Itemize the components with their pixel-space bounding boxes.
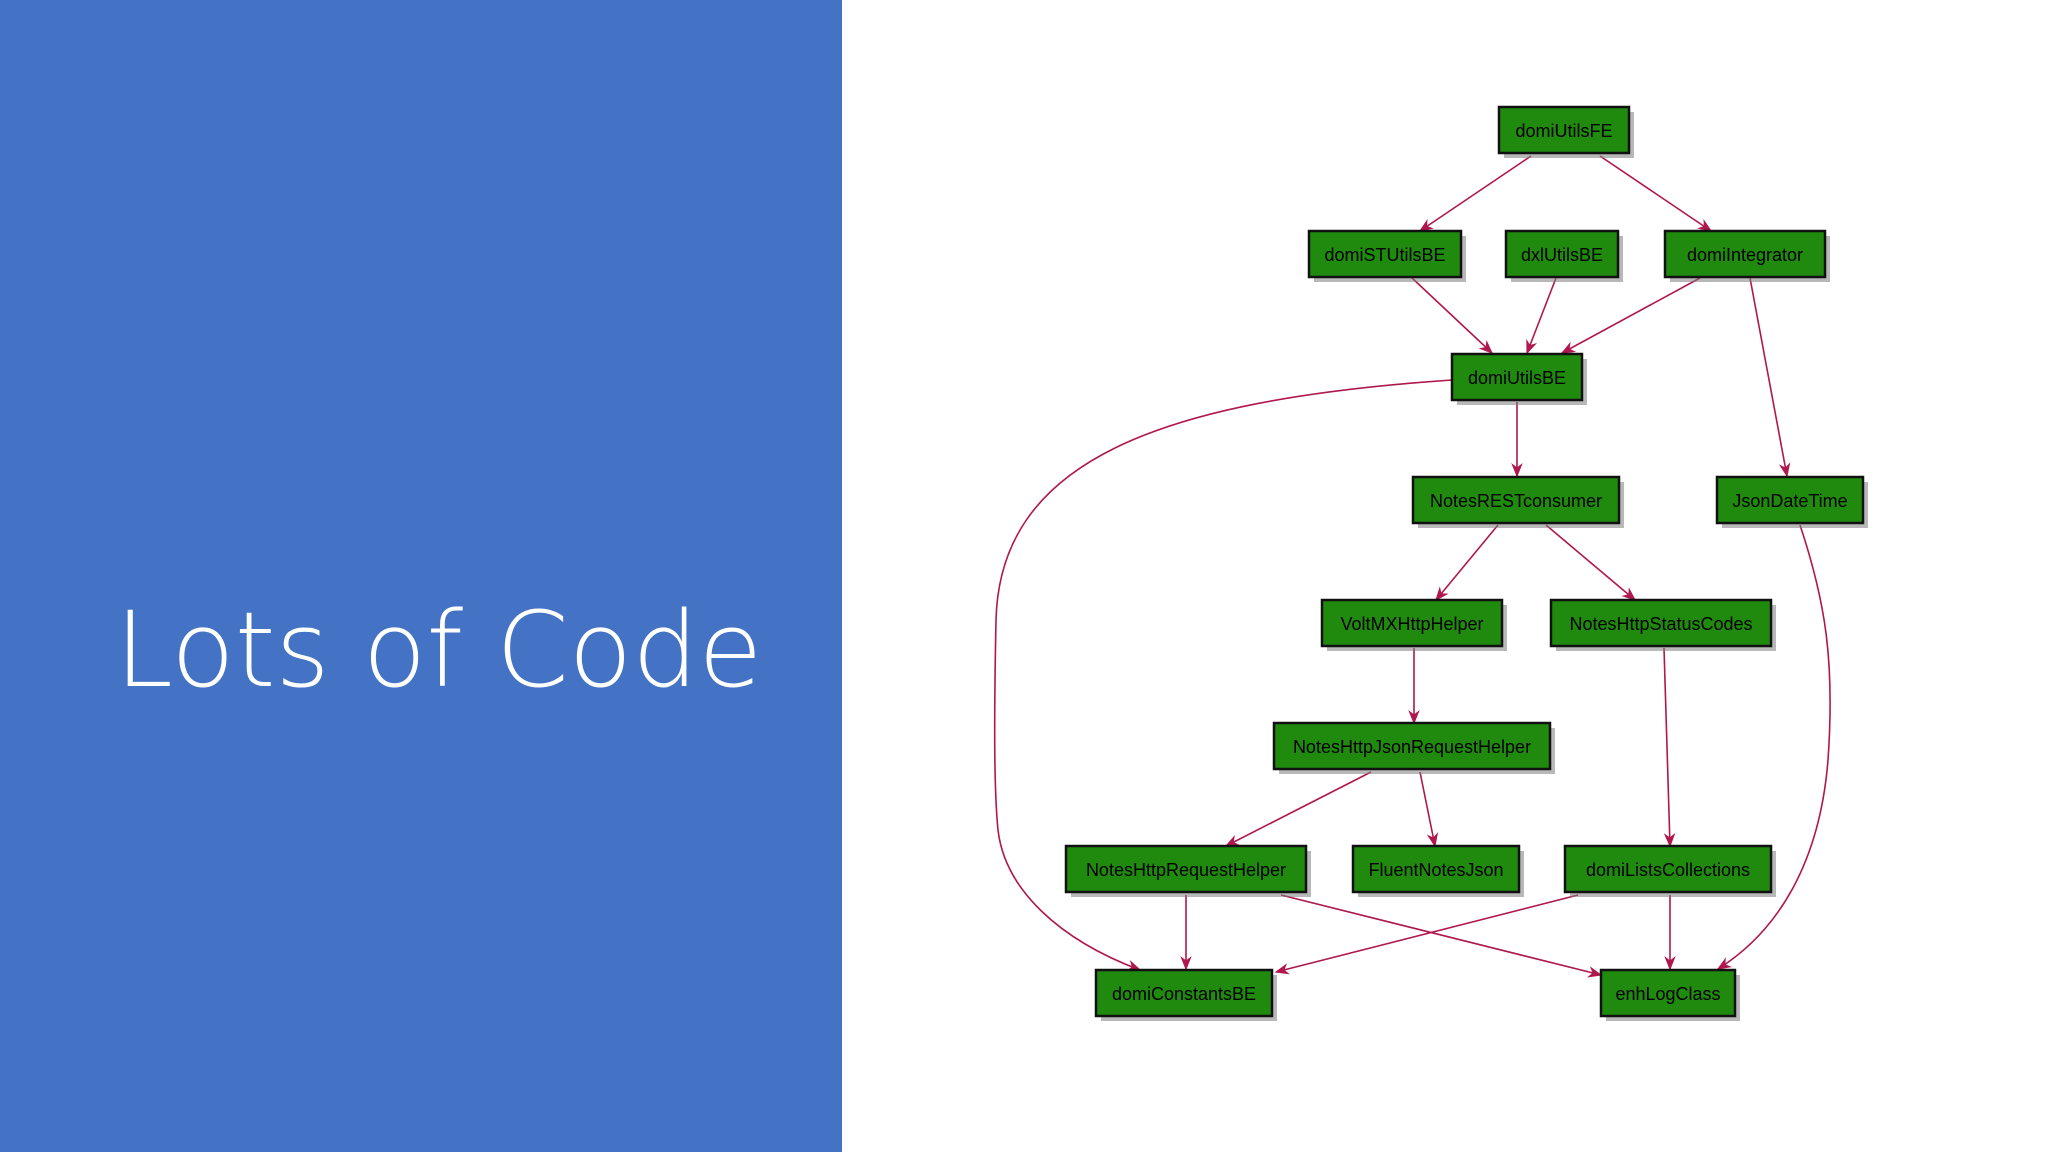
- node-enhLogClass: enhLogClass: [1599, 968, 1740, 1021]
- node-NotesRESTconsumer: NotesRESTconsumer: [1411, 475, 1624, 528]
- edge-domiUtilsFE-domiIntegrator: [1599, 155, 1713, 232]
- edge-dxlUtilsBE-domiUtilsBE: [1526, 277, 1557, 355]
- edge-domiUtilsBE-domiConstantsBE: [993, 379, 1453, 971]
- node-domiSTUtilsBE: domiSTUtilsBE: [1307, 229, 1466, 282]
- node-NotesHttpRequestHelper: NotesHttpRequestHelper: [1064, 844, 1311, 897]
- edge-NotesHttpJsonRequestHelper-NotesHttpRequestHelper: [1224, 771, 1372, 847]
- node-domiIntegrator: domiIntegrator: [1663, 229, 1830, 282]
- edge-NotesRESTconsumer-VoltMXHttpHelper: [1435, 524, 1499, 602]
- node-label: enhLogClass: [1615, 984, 1720, 1004]
- node-NotesHttpJsonRequestHelper: NotesHttpJsonRequestHelper: [1272, 721, 1555, 774]
- edge-group: [993, 155, 1831, 978]
- node-domiUtilsBE: domiUtilsBE: [1450, 352, 1587, 405]
- node-label: FluentNotesJson: [1368, 860, 1503, 880]
- edge-JsonDateTime-enhLogClass: [1716, 524, 1831, 970]
- edge-NotesRESTconsumer-NotesHttpStatusCodes: [1545, 524, 1637, 601]
- title-panel: Lots of Code: [0, 0, 842, 1152]
- edge-domiIntegrator-domiUtilsBE: [1560, 277, 1701, 354]
- node-NotesHttpStatusCodes: NotesHttpStatusCodes: [1549, 598, 1776, 651]
- node-domiListsCollections: domiListsCollections: [1563, 844, 1776, 897]
- node-label: NotesHttpJsonRequestHelper: [1293, 737, 1531, 757]
- edge-NotesHttpJsonRequestHelper-FluentNotesJson: [1419, 771, 1439, 848]
- node-domiConstantsBE: domiConstantsBE: [1094, 968, 1277, 1021]
- node-label: NotesHttpRequestHelper: [1086, 860, 1286, 880]
- node-label: domiUtilsBE: [1468, 368, 1566, 388]
- node-label: domiSTUtilsBE: [1324, 245, 1445, 265]
- node-label: domiListsCollections: [1586, 860, 1750, 880]
- node-label: NotesRESTconsumer: [1430, 491, 1602, 511]
- node-label: dxlUtilsBE: [1521, 245, 1603, 265]
- edge-domiSTUtilsBE-domiUtilsBE: [1411, 277, 1494, 354]
- node-label: domiConstantsBE: [1112, 984, 1256, 1004]
- node-label: domiUtilsFE: [1515, 121, 1612, 141]
- node-dxlUtilsBE: dxlUtilsBE: [1504, 229, 1623, 282]
- edge-domiUtilsFE-domiSTUtilsBE: [1418, 155, 1532, 232]
- edge-domiIntegrator-JsonDateTime: [1749, 277, 1791, 478]
- slide-title: Lots of Code: [115, 589, 763, 711]
- node-label: VoltMXHttpHelper: [1340, 614, 1483, 634]
- node-label: domiIntegrator: [1687, 245, 1803, 265]
- node-label: NotesHttpStatusCodes: [1569, 614, 1752, 634]
- node-label: JsonDateTime: [1732, 491, 1847, 511]
- node-domiUtilsFE: domiUtilsFE: [1497, 105, 1634, 158]
- edge-NotesHttpRequestHelper-enhLogClass: [1280, 894, 1603, 978]
- node-VoltMXHttpHelper: VoltMXHttpHelper: [1320, 598, 1507, 651]
- edge-domiListsCollections-domiConstantsBE: [1274, 894, 1579, 975]
- node-FluentNotesJson: FluentNotesJson: [1351, 844, 1524, 897]
- node-JsonDateTime: JsonDateTime: [1715, 475, 1868, 528]
- edge-NotesHttpStatusCodes-domiListsCollections: [1663, 647, 1676, 848]
